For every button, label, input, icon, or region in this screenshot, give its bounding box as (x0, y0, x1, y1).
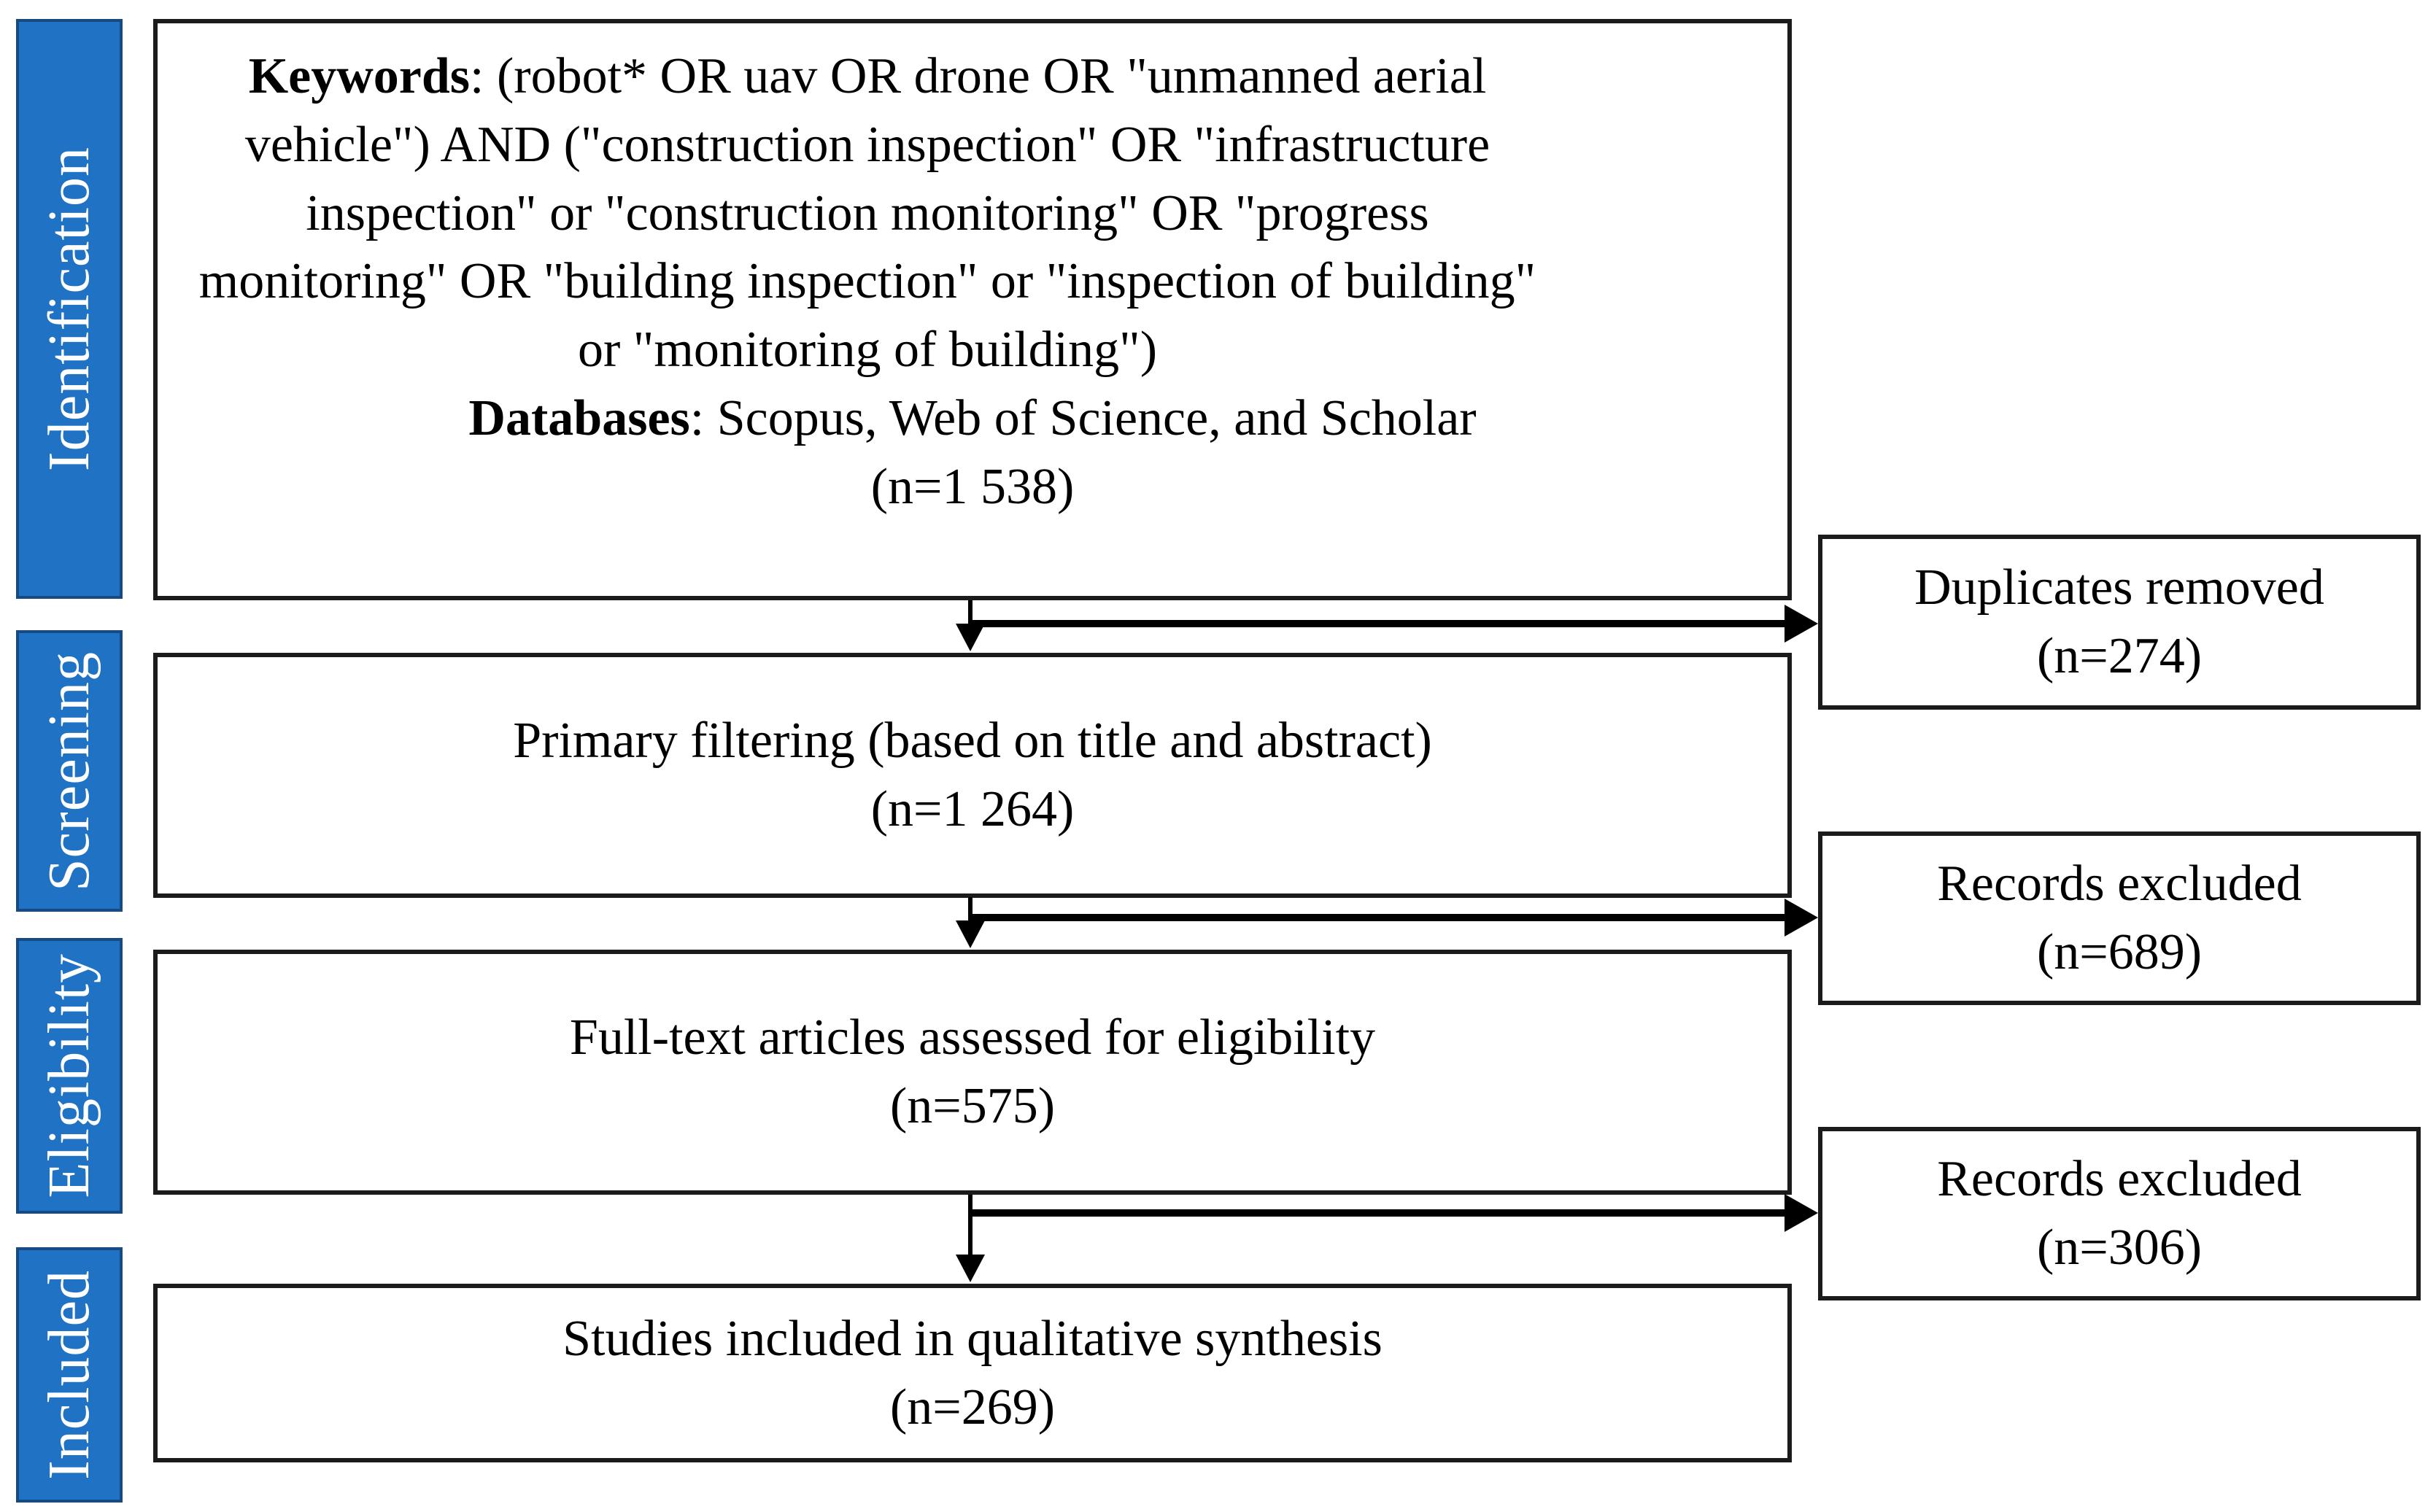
duplicates-removed-count: (n=274) (2036, 628, 2203, 684)
keywords-label: Keywords (248, 48, 471, 104)
records-excluded-screening-text: Records excluded (1937, 856, 2302, 912)
databases-list: : Scopus, Web of Science, and Scholar (689, 389, 1477, 446)
fulltext-assessed-text: Full-text articles assessed for eligibil… (569, 1009, 1376, 1066)
primary-filtering-count: (n=1 264) (870, 781, 1075, 837)
connector2-horizontal-line (970, 914, 1786, 921)
stage-label-eligibility: Eligibility (36, 953, 101, 1198)
stage-bar-included: Included (16, 1247, 123, 1503)
fulltext-assessed-count: (n=575) (889, 1078, 1056, 1134)
fulltext-assessed-box: Full-text articles assessed for eligibil… (153, 950, 1792, 1195)
connector3-horizontal-line (970, 1209, 1786, 1217)
records-excluded-eligibility-count: (n=306) (2036, 1220, 2203, 1276)
keywords-text: Keywords: (robot* OR uav OR drone OR "un… (193, 42, 1542, 384)
connector3-down-arrow-icon (956, 1255, 985, 1282)
keywords-query: : (robot* OR uav OR drone OR "unmanned a… (198, 48, 1536, 379)
records-excluded-screening-box: Records excluded (n=689) (1818, 831, 2421, 1005)
records-excluded-eligibility-text: Records excluded (1937, 1151, 2302, 1208)
records-excluded-screening-count: (n=689) (2036, 924, 2203, 980)
stage-label-included: Included (36, 1270, 101, 1480)
records-excluded-eligibility-box: Records excluded (n=306) (1818, 1127, 2421, 1300)
primary-filtering-text: Primary filtering (based on title and ab… (513, 713, 1432, 769)
stage-bar-identification: Identification (16, 19, 123, 599)
databases-text: Databases: Scopus, Web of Science, and S… (193, 384, 1752, 453)
connector1-down-arrow-icon (956, 624, 985, 651)
search-strategy-box: Keywords: (robot* OR uav OR drone OR "un… (153, 19, 1792, 600)
duplicates-removed-box: Duplicates removed (n=274) (1818, 535, 2421, 710)
connector1-horizontal-line (970, 620, 1786, 627)
connector2-vertical-line (968, 897, 973, 923)
stage-label-identification: Identification (36, 147, 101, 471)
connector3-vertical-line (968, 1195, 973, 1257)
search-count: (n=1 538) (870, 458, 1075, 515)
stage-label-screening: Screening (36, 651, 101, 891)
primary-filtering-box: Primary filtering (based on title and ab… (153, 653, 1792, 898)
studies-included-text: Studies included in qualitative synthesi… (562, 1310, 1383, 1367)
stage-bar-eligibility: Eligibility (16, 938, 123, 1214)
duplicates-removed-text: Duplicates removed (1914, 559, 2324, 616)
databases-label: Databases (468, 389, 690, 446)
connector3-right-arrow-icon (1785, 1194, 1818, 1232)
connector2-down-arrow-icon (956, 920, 985, 948)
connector2-right-arrow-icon (1785, 899, 1818, 937)
stage-bar-screening: Screening (16, 630, 123, 912)
connector1-right-arrow-icon (1785, 605, 1818, 643)
studies-included-box: Studies included in qualitative synthesi… (153, 1284, 1792, 1462)
studies-included-count: (n=269) (889, 1379, 1056, 1435)
connector1-vertical-line (968, 600, 973, 627)
